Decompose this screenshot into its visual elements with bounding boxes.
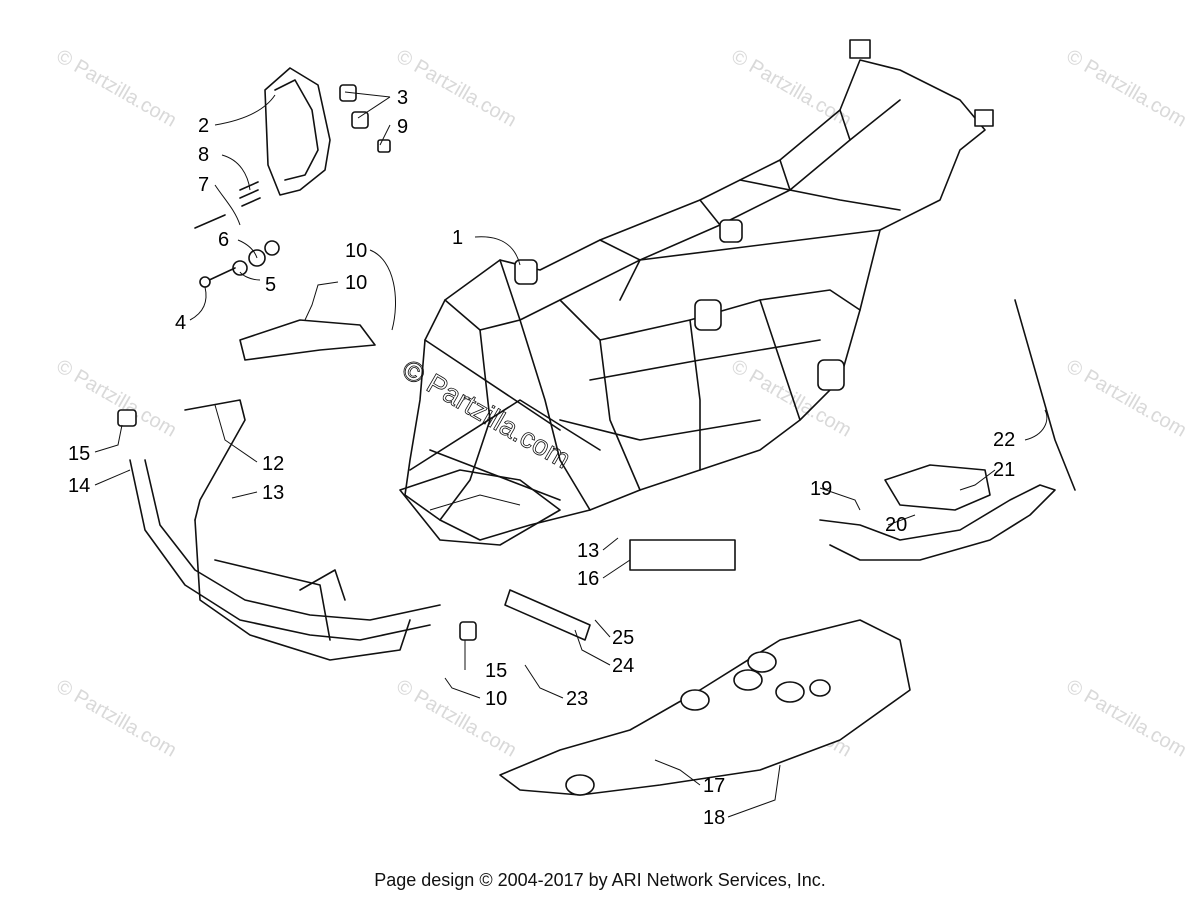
callout-label: 8 <box>198 144 209 166</box>
callout-label: 16 <box>577 568 599 590</box>
front-bumper <box>117 319 477 661</box>
callout-label: 13 <box>262 482 284 504</box>
callout-label: 1 <box>452 227 463 249</box>
watermark: © Partzilla.com <box>53 355 181 441</box>
callout-label: 6 <box>218 229 229 251</box>
callout-label: 2 <box>198 115 209 137</box>
callout-label: 19 <box>810 478 832 500</box>
callout-label: 12 <box>262 453 284 475</box>
watermark: © Partzilla.com <box>53 675 181 761</box>
callout-label: 4 <box>175 312 186 334</box>
callout-label: 17 <box>703 775 725 797</box>
callout-label: 5 <box>265 274 276 296</box>
callout-label: 18 <box>703 807 725 829</box>
main-frame <box>399 39 994 546</box>
callout-label: 15 <box>485 660 507 682</box>
callout-label: 3 <box>397 87 408 109</box>
watermark: © Partzilla.com <box>728 45 856 131</box>
callout-label: 10 <box>345 272 367 294</box>
callout-label: 10 <box>485 688 507 710</box>
callout-label: 10 <box>345 240 367 262</box>
callout-label: 25 <box>612 627 634 649</box>
watermark: © Partzilla.com <box>1063 675 1191 761</box>
copyright-footer: Page design © 2004-2017 by ARI Network S… <box>374 870 826 890</box>
watermark: © Partzilla.com <box>393 45 521 131</box>
callout-label: 20 <box>885 514 907 536</box>
callout-label: 7 <box>198 174 209 196</box>
callout-label: 9 <box>397 116 408 138</box>
callout-label: 14 <box>68 475 90 497</box>
rear-components <box>499 299 1076 796</box>
callout-label: 23 <box>566 688 588 710</box>
callout-label: 22 <box>993 429 1015 451</box>
callout-label: 24 <box>612 655 634 677</box>
callout-labels: 1 2 3 4 5 6 7 8 9 10 10 10 11 12 13 13 1… <box>68 87 1015 829</box>
callout-label: 15 <box>68 443 90 465</box>
callout-label: 21 <box>993 459 1015 481</box>
callout-label: 13 <box>577 540 599 562</box>
watermark: © Partzilla.com <box>1063 355 1191 441</box>
watermark: © Partzilla.com <box>53 45 181 131</box>
leader-lines <box>94 91 1048 818</box>
watermark: © Partzilla.com <box>1063 45 1191 131</box>
